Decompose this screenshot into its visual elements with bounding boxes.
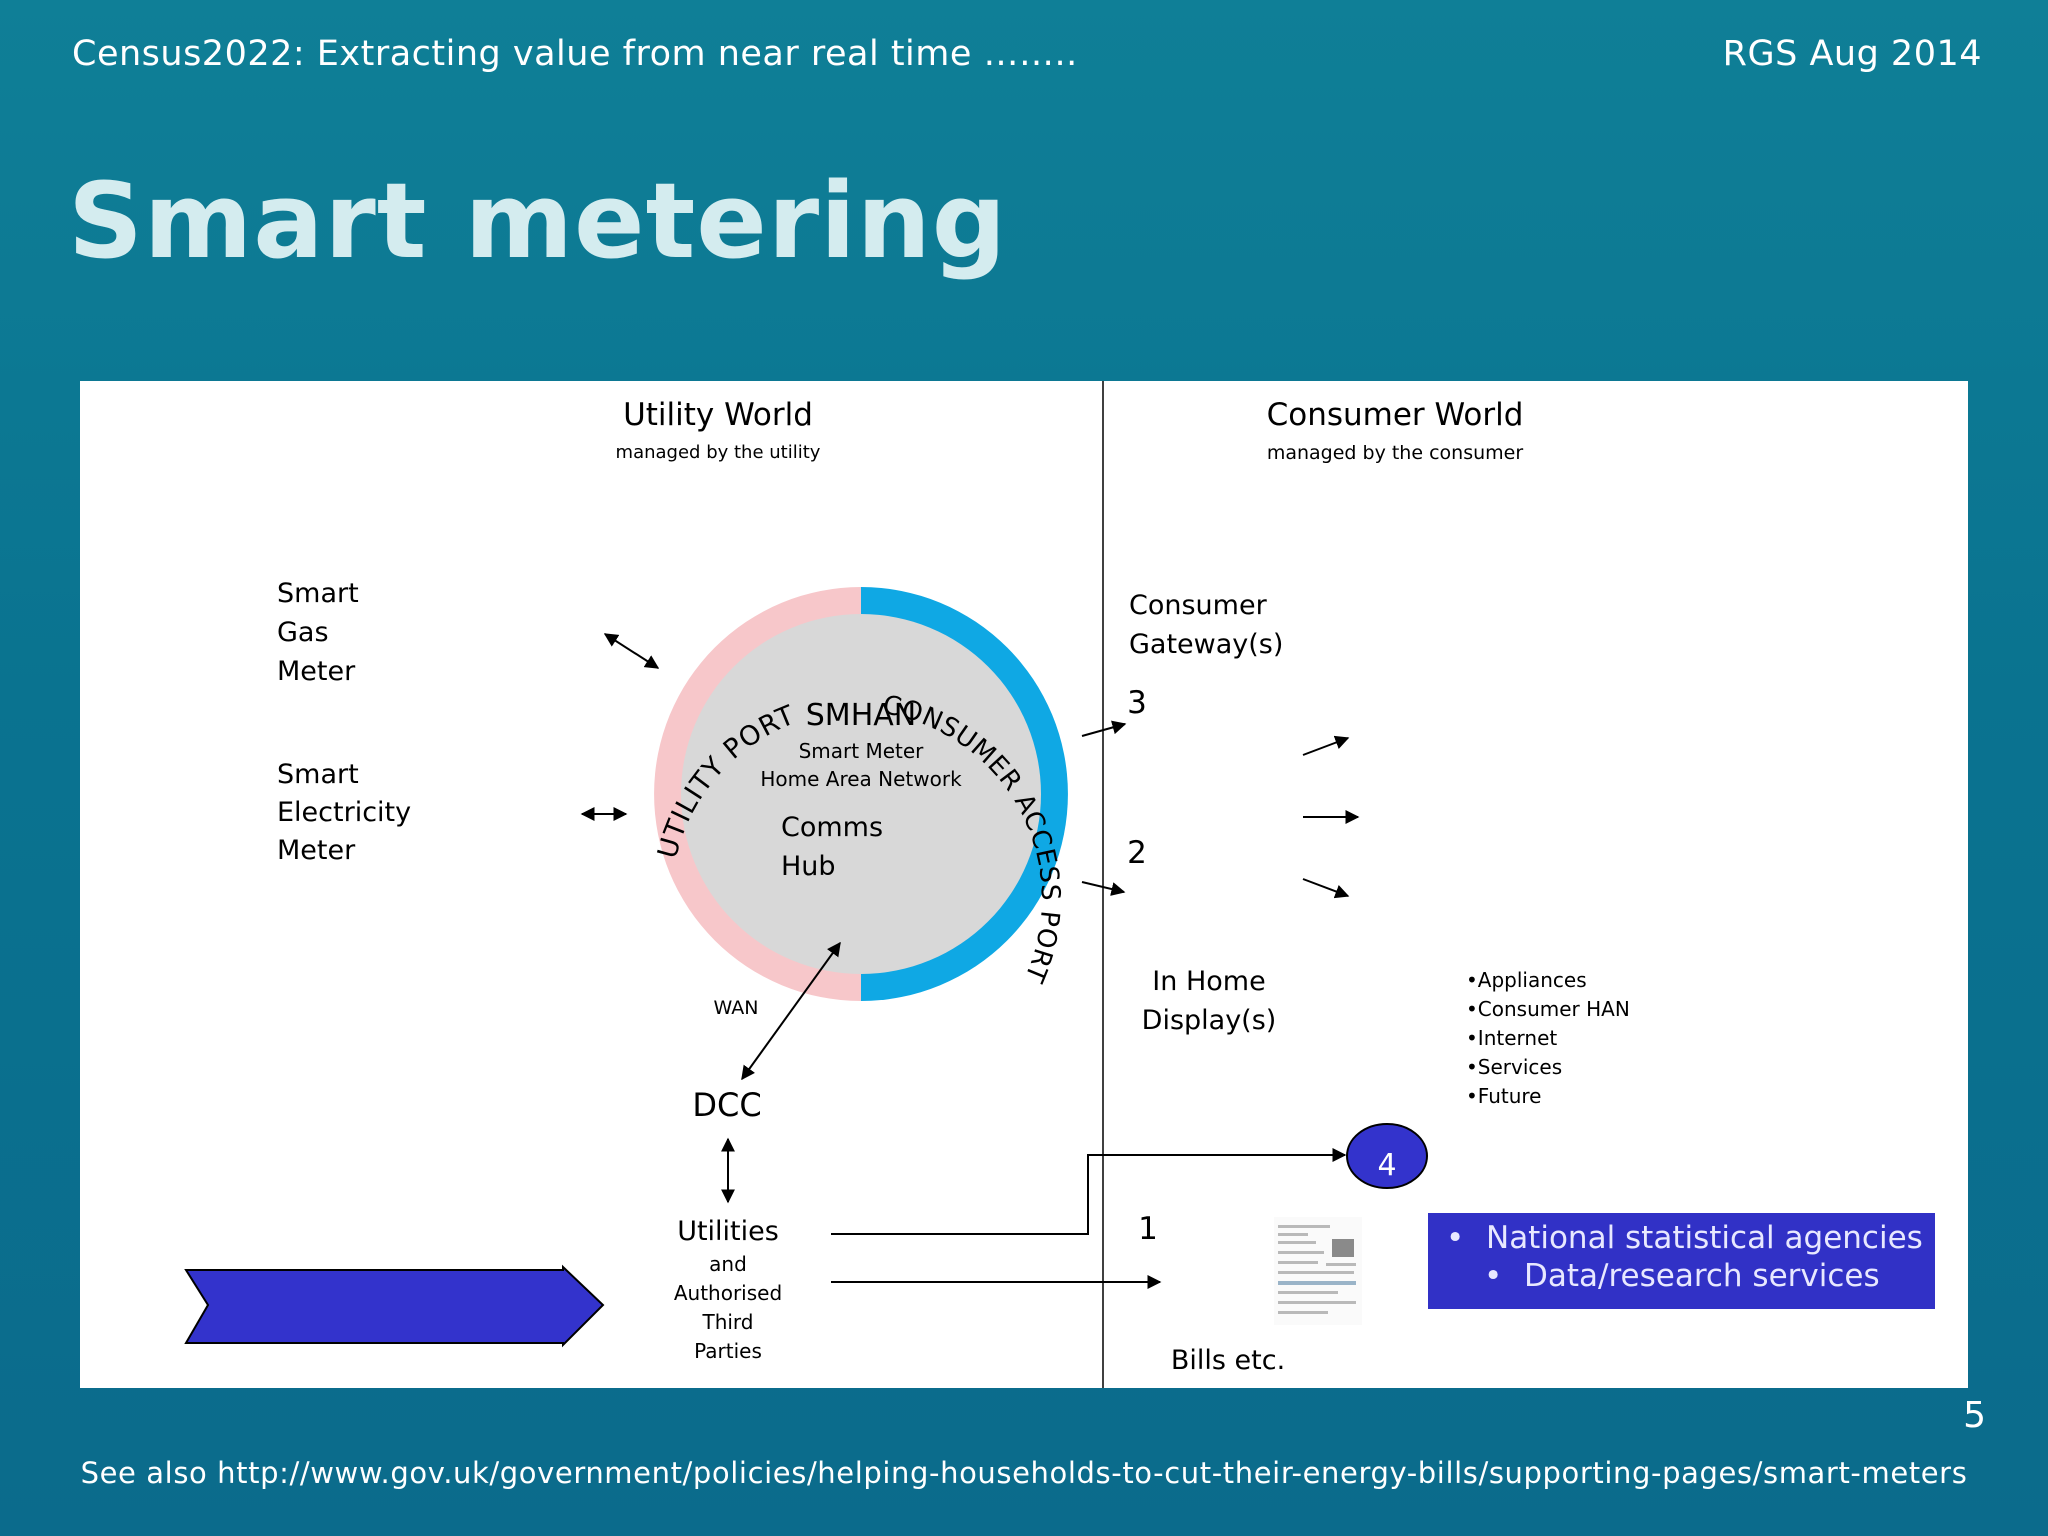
- smart-metering-diagram: Utility World managed by the utility Con…: [184, 381, 1630, 1388]
- consumer-list-item: •Services: [1466, 1055, 1562, 1079]
- event-date: RGS Aug 2014: [1722, 34, 1982, 74]
- number-4-circle: [1346, 1123, 1428, 1189]
- comms-hub-label-2: Hub: [781, 851, 836, 882]
- consumer-world-title: Consumer World: [1267, 397, 1524, 433]
- gas-meter-arrow: [603, 633, 660, 669]
- number-4: 4: [1377, 1148, 1396, 1183]
- big-input-arrow: [184, 1264, 605, 1348]
- statistical-agencies-box: • National statistical agencies • Data/r…: [1428, 1213, 1935, 1309]
- utilities-to-statistics-arrow: [831, 1148, 1347, 1235]
- dcc-label: DCC: [692, 1086, 761, 1124]
- page-number: 5: [1963, 1395, 1986, 1436]
- bill-document-image: [1274, 1217, 1362, 1325]
- utilities-label: Utilities: [677, 1216, 779, 1247]
- electricity-meter-label-3: Meter: [277, 835, 356, 866]
- presentation-header: Census2022: Extracting value from near r…: [72, 34, 1078, 74]
- utilities-line-2: Authorised: [674, 1281, 782, 1305]
- number-2: 2: [1127, 835, 1147, 871]
- bills-label: Bills etc.: [1171, 1345, 1285, 1376]
- electricity-meter-label-2: Electricity: [277, 797, 411, 828]
- stat-box-line-1: National statistical agencies: [1486, 1220, 1923, 1256]
- comms-hub-label-1: Comms: [781, 812, 883, 843]
- gas-meter-label-1: Smart: [277, 578, 359, 609]
- diagram-panel: Utility World managed by the utility Con…: [80, 381, 1968, 1388]
- utility-world-title: Utility World: [623, 397, 813, 433]
- gas-meter-label-2: Gas: [277, 617, 329, 648]
- number-3: 3: [1127, 685, 1147, 721]
- in-home-display-label-1: In Home: [1152, 966, 1265, 997]
- gateway-arrow: [1081, 720, 1127, 737]
- stat-box-bullet: •: [1446, 1220, 1465, 1256]
- utilities-line-1: and: [709, 1252, 747, 1276]
- display-arrow: [1081, 881, 1126, 896]
- smhan-label: SMHAN: [806, 698, 916, 733]
- smhan-desc-line2: Home Area Network: [760, 767, 962, 791]
- fanout-arrow-down: [1302, 878, 1350, 899]
- consumer-list-item: •Internet: [1466, 1026, 1557, 1050]
- wan-arrow: [741, 941, 841, 1081]
- stat-box-line-2: Data/research services: [1524, 1258, 1880, 1294]
- number-1: 1: [1138, 1211, 1158, 1247]
- wan-label: WAN: [714, 997, 759, 1019]
- consumer-list-item: •Appliances: [1466, 968, 1587, 992]
- electricity-meter-label-1: Smart: [277, 759, 359, 790]
- consumer-gateway-label-2: Gateway(s): [1129, 629, 1283, 660]
- utilities-line-4: Parties: [694, 1339, 762, 1363]
- comms-hub-circle: [681, 614, 1041, 974]
- fanout-arrow-up: [1302, 735, 1350, 756]
- consumer-world-subtitle: managed by the consumer: [1267, 442, 1524, 464]
- footer-reference-link[interactable]: See also http://www.gov.uk/government/po…: [80, 1456, 1968, 1490]
- stat-box-bullet: •: [1484, 1258, 1503, 1294]
- in-home-display-label-2: Display(s): [1142, 1005, 1277, 1036]
- consumer-gateway-label-1: Consumer: [1129, 590, 1268, 621]
- gas-meter-label-3: Meter: [277, 656, 356, 687]
- utilities-line-3: Third: [701, 1310, 753, 1334]
- utility-world-subtitle: managed by the utility: [616, 442, 821, 463]
- consumer-list-item: •Consumer HAN: [1466, 997, 1630, 1021]
- slide-title: Smart metering: [68, 160, 1008, 282]
- smhan-desc-line1: Smart Meter: [799, 739, 925, 763]
- consumer-list-item: •Future: [1466, 1084, 1542, 1108]
